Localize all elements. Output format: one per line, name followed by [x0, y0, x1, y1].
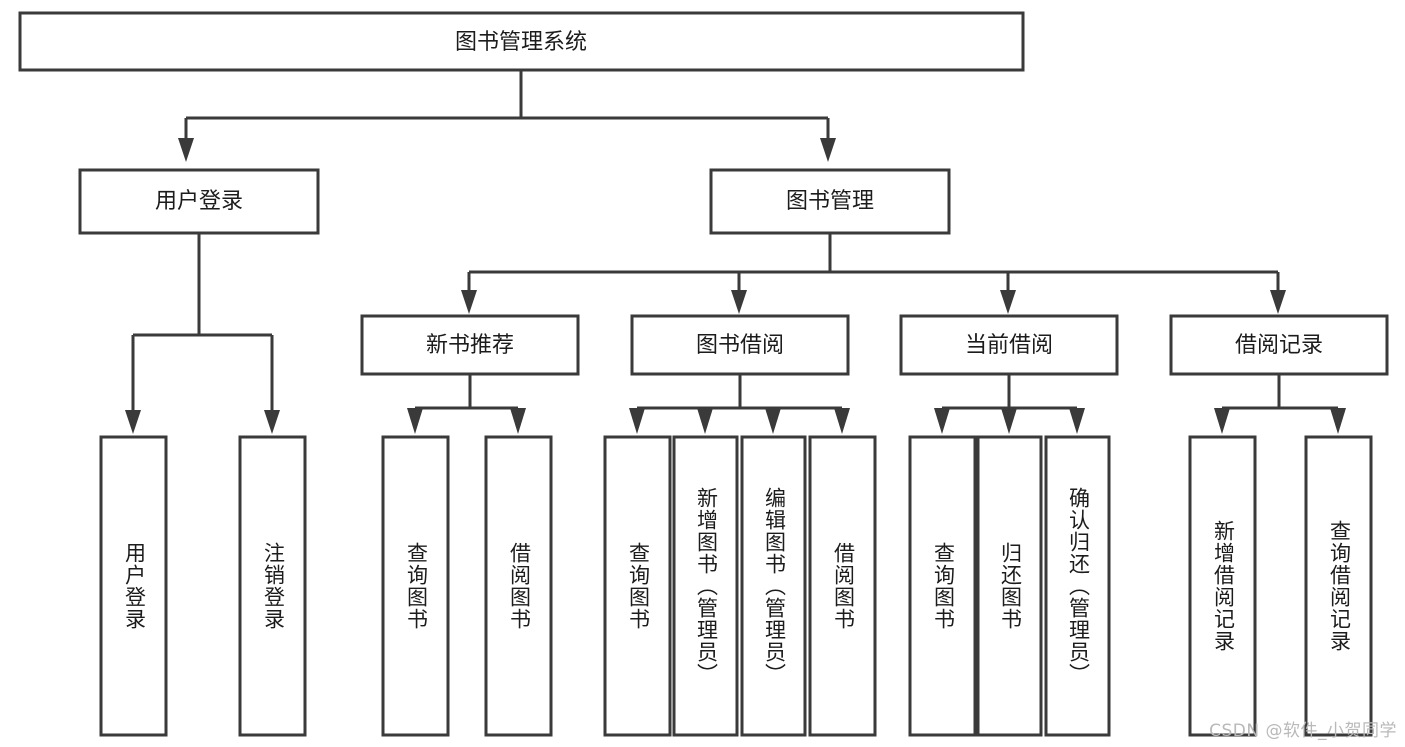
- leaf-book-borrow-2-box[interactable]: [740, 435, 807, 737]
- arrowhead-record-leaf0: [1214, 408, 1230, 434]
- node-level1-0-label: 用户登录: [155, 189, 243, 214]
- csdn-watermark: CSDN @软件_小贺同学: [1209, 721, 1397, 741]
- arrowhead-record-leaf1: [1330, 408, 1346, 434]
- node-root-label: 图书管理系统: [455, 30, 587, 55]
- arrowhead-root-to-bookmgmt: [820, 138, 836, 162]
- arrowhead-login-leaf0: [125, 410, 141, 434]
- node-level2-2-label: 当前借阅: [965, 333, 1053, 358]
- arrowhead-newbook-leaf1: [510, 408, 526, 434]
- leaf-borrow-record-0-box[interactable]: [1188, 435, 1257, 737]
- arrowhead-current-leaf1: [1001, 408, 1017, 434]
- leaf-user-login-0-box[interactable]: [99, 435, 168, 737]
- node-level1-1-box[interactable]: [709, 168, 951, 235]
- arrowhead-bookmgmt-l2-0: [461, 290, 477, 314]
- leaf-current-borrow-1-box[interactable]: [976, 435, 1043, 737]
- node-level2-1-box[interactable]: [630, 314, 850, 376]
- leaf-new-book-recommend-0-box[interactable]: [381, 435, 450, 737]
- leaf-new-book-recommend-1-box[interactable]: [484, 435, 553, 737]
- arrowhead-current-leaf2: [1069, 408, 1085, 434]
- leaf-current-borrow-0-box[interactable]: [908, 435, 977, 737]
- arrowhead-borrow-leaf1: [697, 408, 713, 434]
- arrowhead-current-leaf0: [934, 408, 950, 434]
- arrowhead-borrow-leaf2: [765, 408, 781, 434]
- arrowhead-bookmgmt-l2-3: [1270, 290, 1286, 314]
- arrowhead-login-leaf1: [264, 410, 280, 434]
- leaf-book-borrow-0-box[interactable]: [603, 435, 672, 737]
- node-level2-2-box[interactable]: [899, 314, 1119, 376]
- arrowhead-bookmgmt-l2-1: [731, 290, 747, 314]
- arrowhead-newbook-leaf0: [407, 408, 423, 434]
- node-level2-0-label: 新书推荐: [426, 333, 514, 358]
- arrowhead-borrow-leaf0: [629, 408, 645, 434]
- leaf-current-borrow-2-box[interactable]: [1044, 435, 1111, 737]
- node-root-box[interactable]: [18, 11, 1025, 72]
- leaf-borrow-record-1-box[interactable]: [1304, 435, 1373, 737]
- node-level2-0-box[interactable]: [360, 314, 580, 376]
- leaf-book-borrow-1-box[interactable]: [672, 435, 739, 737]
- leaf-user-login-1-box[interactable]: [238, 435, 307, 737]
- arrowhead-root-to-login: [178, 138, 194, 162]
- node-level2-3-label: 借阅记录: [1235, 333, 1323, 358]
- node-level1-1-label: 图书管理: [786, 189, 874, 214]
- node-level2-1-label: 图书借阅: [696, 333, 784, 358]
- node-level2-3-box[interactable]: [1169, 314, 1389, 376]
- leaf-book-borrow-3-box[interactable]: [808, 435, 877, 737]
- arrowhead-borrow-leaf3: [834, 408, 850, 434]
- arrowhead-bookmgmt-l2-2: [1000, 290, 1016, 314]
